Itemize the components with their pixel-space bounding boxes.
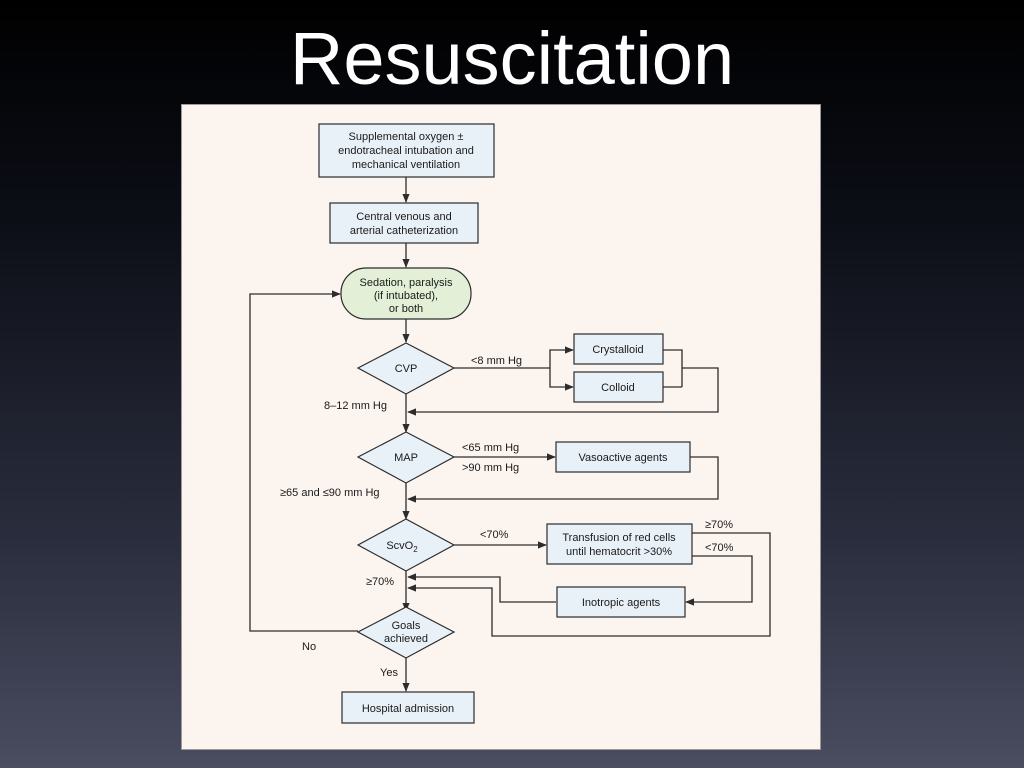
node-transfusion-line-2: until hematocrit >30%	[566, 546, 672, 558]
edge-to-colloid	[549, 368, 574, 391]
node-scvo2-label: ScvO2	[386, 540, 418, 554]
edge-crystalloid-out	[663, 349, 683, 387]
edge-inotropic-return	[407, 573, 556, 603]
node-scvo2-text: ScvO	[386, 540, 413, 552]
node-vasoactive: Vasoactive agents	[555, 441, 691, 473]
edge-fluids-return	[407, 367, 719, 416]
node-scvo2: ScvO2	[356, 518, 456, 572]
node-catheter-line-1: Central venous and	[356, 211, 451, 223]
node-map: MAP	[356, 431, 456, 484]
node-colloid-label: Colloid	[601, 382, 635, 394]
node-transfusion: Transfusion of red cells until hematocri…	[546, 523, 693, 565]
node-crystalloid: Crystalloid	[573, 333, 664, 365]
node-catheter-line-2: arterial catheterization	[350, 225, 458, 237]
node-transfusion-line-1: Transfusion of red cells	[562, 532, 676, 544]
node-oxygen-line-3: mechanical ventilation	[352, 159, 460, 171]
node-colloid: Colloid	[573, 371, 664, 403]
node-scvo2-subscript: 2	[413, 545, 418, 554]
node-map-label: MAP	[394, 452, 418, 464]
node-crystalloid-label: Crystalloid	[592, 344, 643, 356]
edge-transfusion-low	[685, 555, 753, 606]
node-catheter: Central venous and arterial catheterizat…	[329, 202, 479, 244]
node-sedation-line-1: Sedation, paralysis	[360, 277, 453, 289]
edge-labels: <8 mm Hg 8–12 mm Hg <65 mm Hg >90 mm Hg …	[280, 355, 734, 679]
label-map-high: >90 mm Hg	[462, 462, 519, 474]
node-inotropic: Inotropic agents	[556, 586, 686, 618]
flowchart-panel: Supplemental oxygen ± endotracheal intub…	[181, 104, 821, 750]
label-map-low: <65 mm Hg	[462, 442, 519, 454]
label-map-ok: ≥65 and ≤90 mm Hg	[280, 487, 380, 499]
label-scvo2-ok: ≥70%	[366, 576, 394, 588]
node-oxygen: Supplemental oxygen ± endotracheal intub…	[318, 123, 495, 178]
label-goals-no: No	[302, 641, 316, 653]
node-oxygen-line-2: endotracheal intubation and	[338, 145, 474, 157]
label-cvp-low: <8 mm Hg	[471, 355, 522, 367]
node-goals-line-2: achieved	[384, 633, 428, 645]
edge-transfusion-high	[407, 532, 771, 637]
label-scvo2-low: <70%	[480, 529, 509, 541]
node-hospital: Hospital admission	[341, 691, 475, 724]
node-sedation-line-2: (if intubated),	[374, 290, 438, 302]
label-transfusion-low: <70%	[705, 542, 734, 554]
node-inotropic-label: Inotropic agents	[582, 597, 661, 609]
label-cvp-ok: 8–12 mm Hg	[324, 400, 387, 412]
edge-vasoactive-return	[407, 456, 719, 503]
node-sedation: Sedation, paralysis (if intubated), or b…	[340, 267, 472, 320]
node-cvp-label: CVP	[395, 363, 418, 375]
edges	[249, 177, 771, 692]
edge-goals-no	[249, 290, 358, 632]
node-hospital-label: Hospital admission	[362, 703, 454, 715]
node-cvp: CVP	[356, 342, 456, 395]
node-goals: Goals achieved	[356, 606, 456, 659]
node-sedation-line-3: or both	[389, 303, 423, 315]
edge-to-crystalloid	[549, 346, 574, 368]
node-oxygen-line-1: Supplemental oxygen ±	[349, 131, 464, 143]
flowchart: Supplemental oxygen ± endotracheal intub…	[249, 123, 771, 724]
slide-title: Resuscitation	[289, 17, 735, 100]
node-goals-line-1: Goals	[392, 620, 421, 632]
node-vasoactive-label: Vasoactive agents	[578, 452, 668, 464]
label-goals-yes: Yes	[380, 667, 398, 679]
label-transfusion-high: ≥70%	[705, 519, 733, 531]
